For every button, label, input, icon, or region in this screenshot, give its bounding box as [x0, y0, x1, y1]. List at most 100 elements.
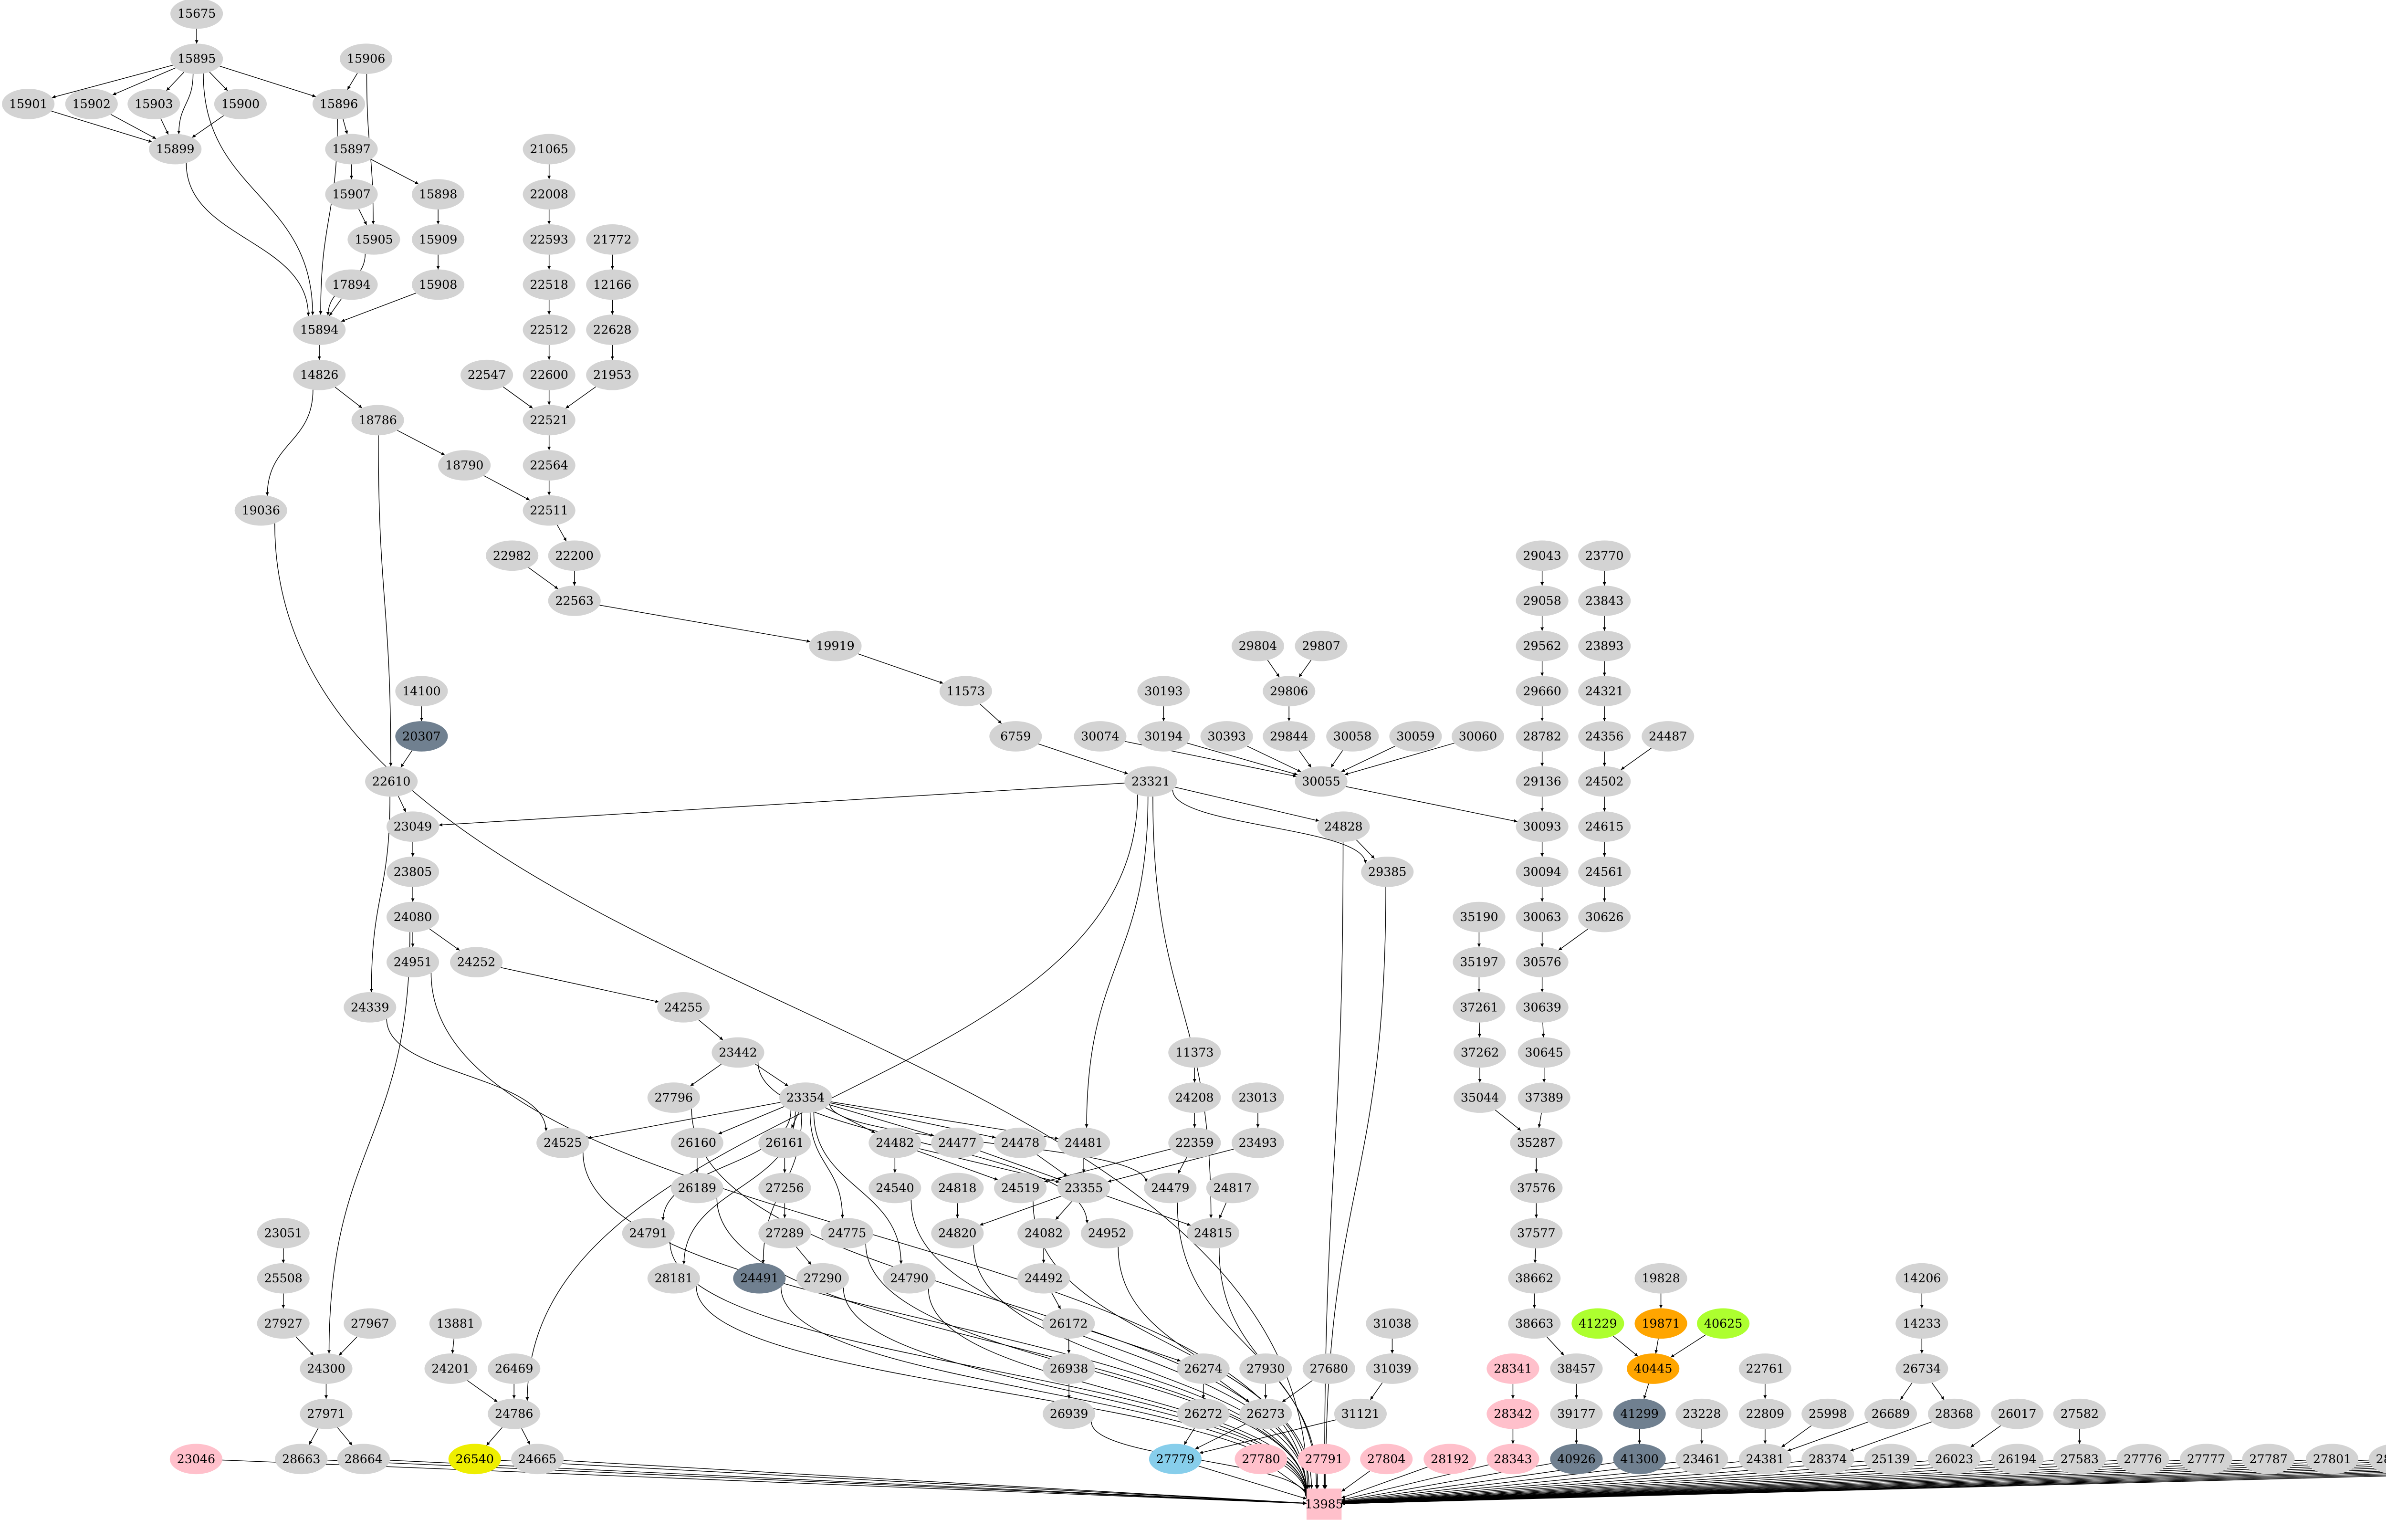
- graph-node[interactable]: 27680: [1302, 1353, 1355, 1384]
- graph-node[interactable]: 28341: [1486, 1353, 1539, 1384]
- graph-node[interactable]: 24519: [994, 1173, 1047, 1204]
- graph-node[interactable]: 22809: [1738, 1398, 1791, 1429]
- graph-node[interactable]: 24491: [733, 1263, 786, 1294]
- graph-node[interactable]: 26689: [1864, 1398, 1917, 1429]
- graph-node[interactable]: 28187: [2368, 1444, 2386, 1474]
- graph-node[interactable]: 23442: [712, 1037, 764, 1068]
- graph-node[interactable]: 27289: [758, 1218, 811, 1248]
- graph-node[interactable]: 26161: [758, 1127, 811, 1158]
- graph-node[interactable]: 28663: [275, 1444, 328, 1475]
- graph-node[interactable]: 26939: [1043, 1398, 1096, 1429]
- graph-node[interactable]: 40445: [1627, 1353, 1680, 1384]
- graph-node[interactable]: 22628: [586, 314, 639, 345]
- graph-node[interactable]: 28368: [1927, 1398, 1981, 1429]
- graph-node[interactable]: 30094: [1516, 857, 1569, 887]
- graph-node[interactable]: 28343: [1486, 1444, 1539, 1475]
- graph-node[interactable]: 29058: [1516, 586, 1569, 616]
- graph-node[interactable]: 15896: [312, 89, 366, 119]
- graph-node[interactable]: 27930: [1239, 1353, 1292, 1384]
- graph-node[interactable]: 27971: [300, 1398, 353, 1429]
- graph-node[interactable]: 24082: [1017, 1218, 1070, 1248]
- graph-node[interactable]: 15894: [293, 314, 346, 345]
- graph-node[interactable]: 23013: [1231, 1082, 1284, 1113]
- graph-node[interactable]: 26194: [1991, 1444, 2044, 1475]
- graph-node[interactable]: 28782: [1516, 721, 1569, 752]
- graph-node[interactable]: 40926: [1550, 1444, 1603, 1475]
- graph-node[interactable]: 12166: [586, 269, 639, 300]
- graph-node[interactable]: 17894: [325, 269, 378, 300]
- graph-node[interactable]: 29136: [1516, 766, 1569, 797]
- graph-node[interactable]: 22511: [523, 495, 576, 526]
- graph-node[interactable]: 23805: [386, 857, 440, 887]
- graph-node[interactable]: 25139: [1864, 1444, 1917, 1475]
- graph-node[interactable]: 23051: [257, 1218, 310, 1248]
- graph-node[interactable]: 14206: [1895, 1263, 1948, 1294]
- graph-node[interactable]: 24479: [1144, 1173, 1197, 1204]
- graph-node[interactable]: 24255: [657, 992, 710, 1023]
- graph-node[interactable]: 13881: [429, 1308, 482, 1339]
- graph-node[interactable]: 14826: [293, 359, 346, 390]
- graph-node[interactable]: 24775: [820, 1218, 874, 1248]
- graph-node[interactable]: 30055: [1295, 766, 1348, 797]
- graph-node[interactable]: 31039: [1366, 1353, 1419, 1384]
- graph-node[interactable]: 11373: [1168, 1037, 1221, 1068]
- graph-node[interactable]: 22008: [523, 179, 576, 210]
- graph-node[interactable]: 24300: [300, 1353, 353, 1384]
- graph-node[interactable]: 35197: [1453, 947, 1506, 977]
- graph-node[interactable]: 29844: [1263, 721, 1316, 752]
- graph-node[interactable]: 39177: [1550, 1398, 1603, 1429]
- graph-node[interactable]: 24477: [931, 1127, 984, 1158]
- graph-node[interactable]: 26734: [1895, 1353, 1948, 1384]
- graph-node[interactable]: 22564: [523, 450, 576, 481]
- graph-node[interactable]: 24080: [386, 901, 440, 932]
- graph-node[interactable]: 26938: [1043, 1353, 1096, 1384]
- graph-node[interactable]: 30576: [1516, 947, 1569, 977]
- graph-node[interactable]: 27801: [2305, 1444, 2359, 1475]
- graph-node[interactable]: 23893: [1578, 630, 1631, 661]
- graph-node[interactable]: 15908: [411, 269, 465, 300]
- graph-node[interactable]: 25508: [257, 1263, 310, 1294]
- graph-node[interactable]: 28342: [1486, 1398, 1539, 1429]
- graph-node[interactable]: 30074: [1074, 721, 1127, 752]
- graph-node[interactable]: 22600: [523, 359, 576, 390]
- graph-node[interactable]: 20307: [395, 721, 448, 752]
- graph-node[interactable]: 23461: [1675, 1444, 1728, 1475]
- graph-node[interactable]: 22200: [548, 540, 601, 571]
- graph-node[interactable]: 24817: [1206, 1173, 1259, 1204]
- graph-node[interactable]: 15900: [214, 89, 267, 119]
- graph-node[interactable]: 35044: [1453, 1082, 1507, 1113]
- graph-node[interactable]: 15907: [325, 179, 378, 210]
- graph-node[interactable]: 30639: [1516, 992, 1569, 1023]
- graph-node[interactable]: 27967: [344, 1308, 397, 1339]
- graph-node[interactable]: 27787: [2242, 1444, 2295, 1475]
- graph-node[interactable]: 37389: [1517, 1082, 1570, 1113]
- graph-node[interactable]: 15675: [170, 0, 223, 29]
- graph-node[interactable]: 11573: [939, 676, 992, 707]
- graph-node[interactable]: 24951: [386, 947, 440, 977]
- graph-node[interactable]: 27777: [2179, 1444, 2233, 1475]
- graph-node[interactable]: 27776: [2116, 1444, 2169, 1475]
- graph-node[interactable]: 27796: [647, 1082, 700, 1113]
- graph-node[interactable]: 22547: [460, 359, 513, 390]
- graph-node[interactable]: 15909: [411, 224, 465, 255]
- graph-node[interactable]: 21065: [523, 134, 576, 165]
- graph-node[interactable]: 22521: [523, 405, 576, 436]
- graph-node[interactable]: 24561: [1578, 857, 1631, 887]
- graph-node[interactable]: 23493: [1231, 1127, 1284, 1158]
- graph-node[interactable]: 22593: [523, 224, 576, 255]
- graph-node[interactable]: 14233: [1895, 1308, 1948, 1339]
- graph-node[interactable]: 15895: [170, 43, 223, 74]
- graph-node[interactable]: 24525: [536, 1127, 589, 1158]
- graph-node[interactable]: 23354: [779, 1082, 832, 1113]
- graph-node[interactable]: 27290: [796, 1263, 849, 1294]
- graph-node[interactable]: 22512: [523, 314, 576, 345]
- graph-node[interactable]: 27927: [257, 1308, 310, 1339]
- graph-node[interactable]: 22563: [548, 586, 601, 616]
- graph-node[interactable]: 27582: [2053, 1398, 2106, 1429]
- graph-node[interactable]: 21772: [586, 224, 639, 255]
- graph-node[interactable]: 15899: [149, 134, 202, 165]
- graph-node[interactable]: 23355: [1057, 1173, 1110, 1204]
- graph-node[interactable]: 21953: [586, 359, 639, 390]
- graph-node[interactable]: 24478: [994, 1127, 1047, 1158]
- graph-node[interactable]: 6759: [989, 721, 1042, 752]
